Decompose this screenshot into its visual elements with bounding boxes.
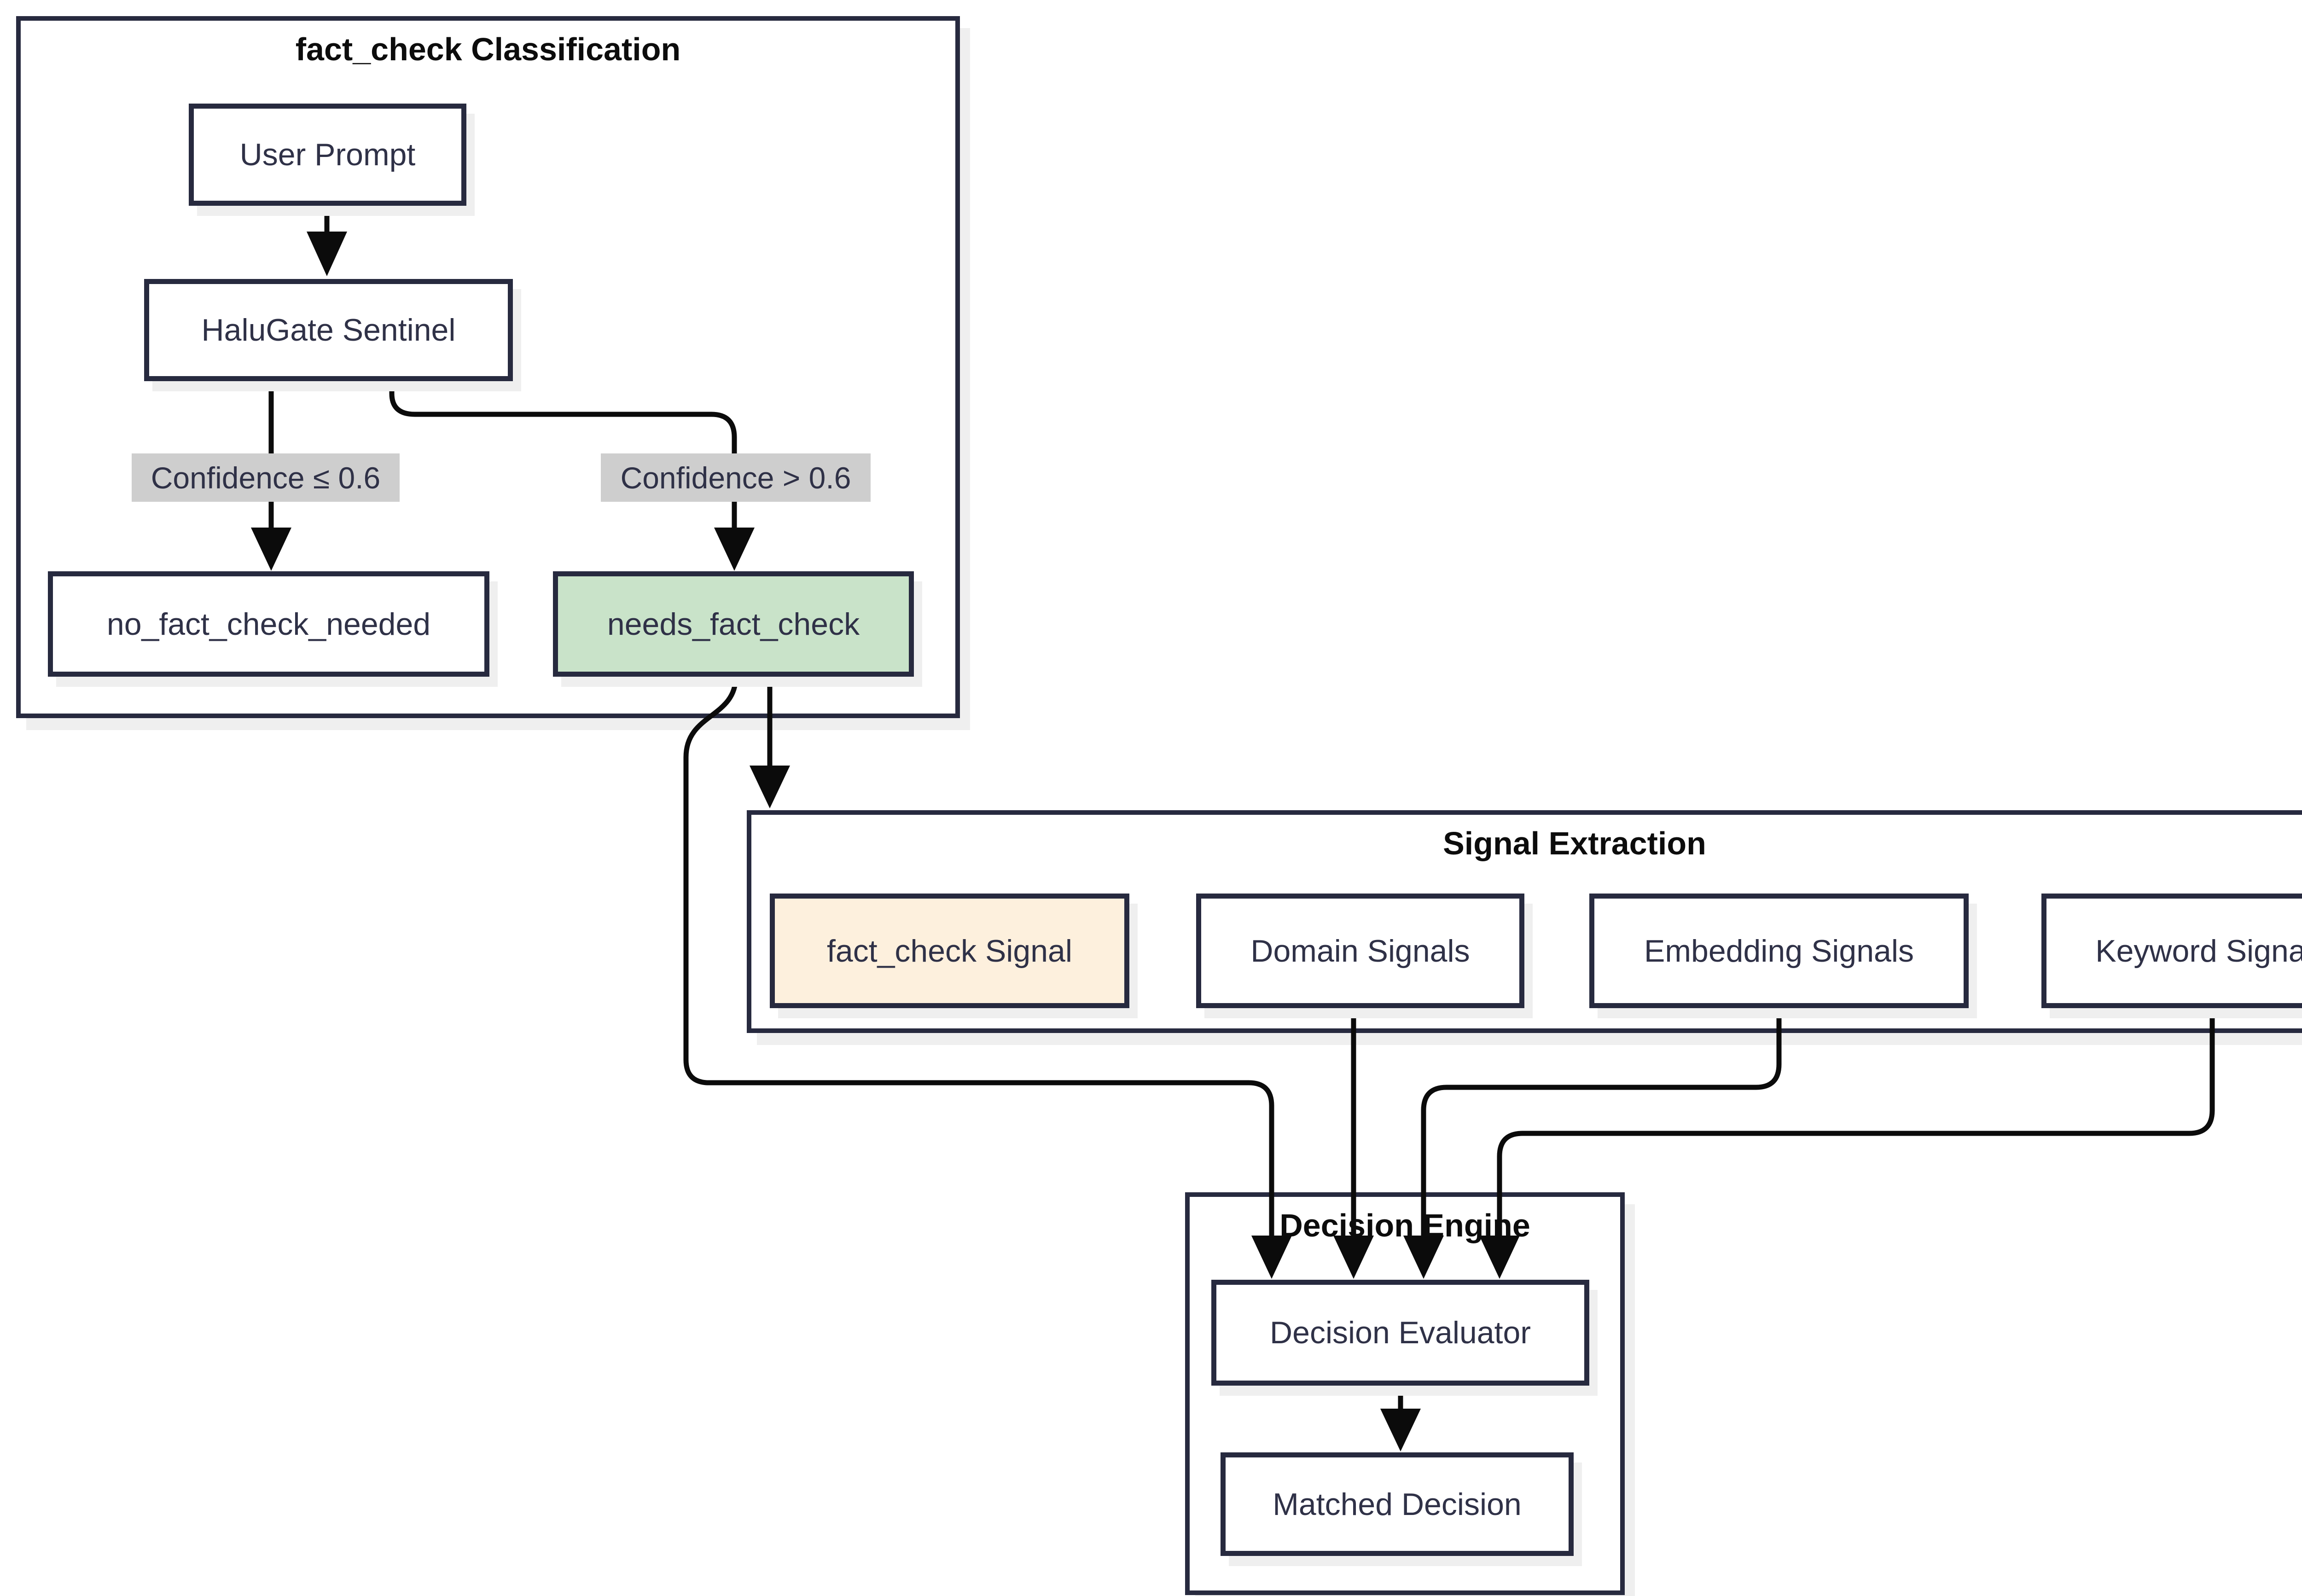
node-no-fact-check-needed: no_fact_check_needed — [48, 571, 489, 677]
arrowhead-into-needsfactcheck — [714, 528, 755, 571]
edge-label-confidence-le: Confidence ≤ 0.6 — [132, 453, 400, 502]
arrowhead-keyword-into-evaluator — [1479, 1236, 1520, 1279]
arrowhead-into-halugate — [307, 232, 347, 276]
arrowhead-embedding-into-evaluator — [1403, 1236, 1444, 1279]
arrowhead-into-signalextraction — [750, 766, 790, 808]
edge-needsfactcheck-evaluator — [683, 676, 1274, 1236]
node-embedding-signals: Embedding Signals — [1589, 894, 1969, 1008]
arrowhead-into-matched — [1380, 1409, 1421, 1451]
edge-halugate-needsfactcheck — [389, 381, 737, 528]
node-fact-check-signal: fact_check Signal — [770, 894, 1129, 1008]
arrowhead-domain-into-evaluator — [1333, 1236, 1374, 1279]
node-keyword-signals: Keyword Signals — [2041, 894, 2302, 1008]
node-user-prompt: User Prompt — [189, 104, 466, 206]
arrowhead-needs-into-evaluator — [1251, 1236, 1292, 1279]
edge-label-confidence-gt: Confidence > 0.6 — [601, 453, 871, 502]
edge-embedding-evaluator — [1421, 1008, 1782, 1236]
subgraph-title-fact-check-classification: fact_check Classification — [295, 31, 681, 67]
node-halugate-sentinel: HaluGate Sentinel — [144, 279, 513, 381]
node-matched-decision: Matched Decision — [1221, 1452, 1574, 1556]
node-decision-evaluator: Decision Evaluator — [1211, 1280, 1589, 1386]
edge-keyword-evaluator — [1497, 1008, 2215, 1236]
subgraph-title-signal-extraction: Signal Extraction — [1443, 825, 1706, 861]
node-needs-fact-check: needs_fact_check — [553, 571, 914, 677]
arrowhead-into-nofactcheck — [251, 528, 291, 571]
node-domain-signals: Domain Signals — [1196, 894, 1524, 1008]
